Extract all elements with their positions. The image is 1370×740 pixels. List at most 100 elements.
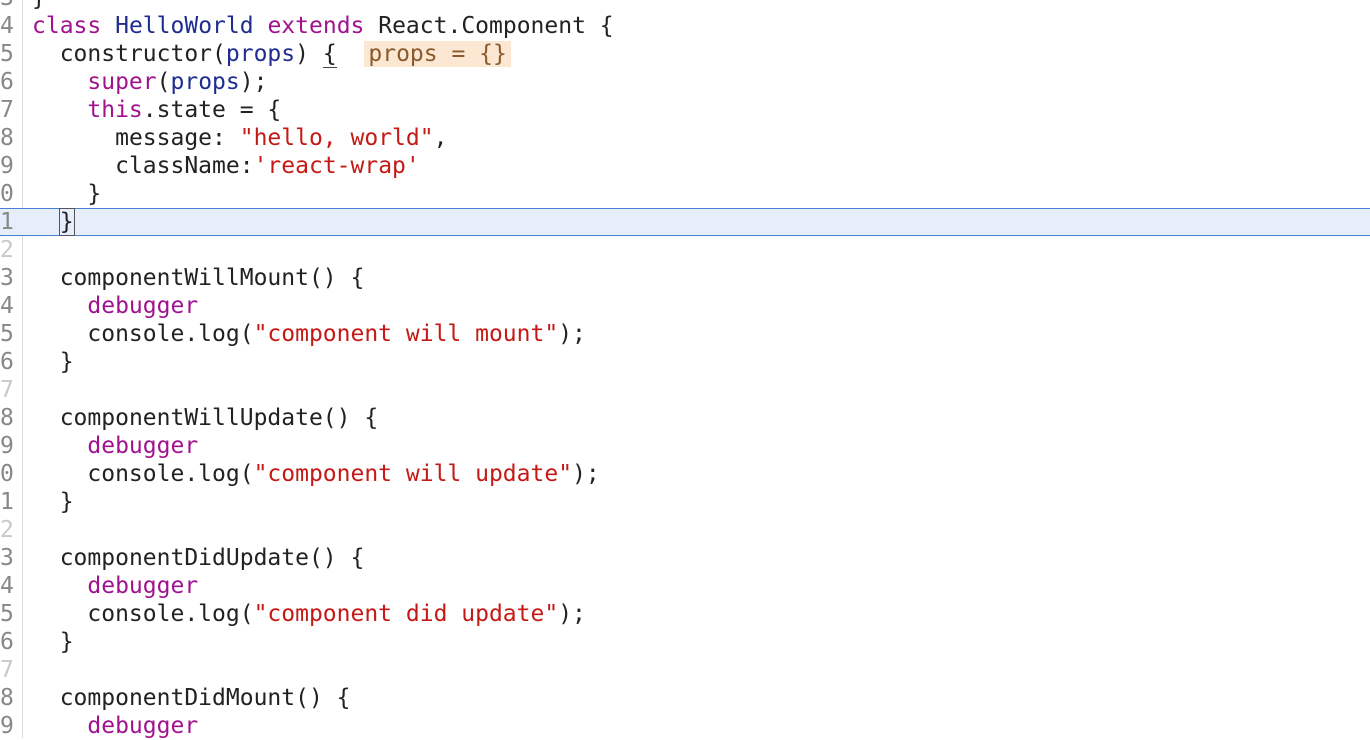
code-text[interactable]: debugger [32,712,198,740]
line-number: 3 [0,545,14,571]
code-text[interactable]: } [32,628,74,656]
code-line[interactable]: 9 debugger [0,712,1370,740]
code-line-current[interactable]: 1 } [0,208,1370,236]
code-token: , [433,125,448,151]
code-token: } [32,0,46,11]
code-text[interactable]: debugger [32,572,198,600]
code-token: ); [558,321,586,347]
code-text[interactable]: debugger [32,432,198,460]
code-token: ); [572,461,600,487]
code-token: console.log( [87,321,254,347]
code-token: { [322,41,337,68]
code-line[interactable]: 9 debugger [0,432,1370,460]
code-line[interactable]: 0 console.log("component will update"); [0,460,1370,488]
code-token: debugger [87,713,199,739]
indent [32,293,87,319]
code-line[interactable]: 6 } [0,348,1370,376]
line-number: 1 [0,489,14,515]
code-line[interactable]: 7 this.state = { [0,96,1370,124]
code-text[interactable]: componentWillMount() { [32,264,365,292]
code-token: ); [558,601,586,627]
code-text[interactable]: } [32,0,46,12]
code-line[interactable]: 2 [0,516,1370,544]
code-line[interactable]: 7 [0,656,1370,684]
indent [32,489,60,515]
code-text[interactable]: componentDidMount() { [32,684,351,712]
indent [32,349,60,375]
indent [32,461,87,487]
code-text[interactable]: console.log("component did update"); [32,600,586,628]
code-line[interactable]: 5 constructor(props) { props = {} [0,40,1370,68]
code-token: componentDidMount() { [59,685,351,711]
code-token: } [59,489,74,515]
code-text[interactable]: } [32,180,101,208]
code-line[interactable]: 3 componentWillMount() { [0,264,1370,292]
code-line[interactable]: 6 } [0,628,1370,656]
code-text[interactable]: componentWillUpdate() { [32,404,379,432]
code-token: componentDidUpdate() { [59,545,365,571]
code-token: } [87,181,102,207]
code-line[interactable]: 7 [0,376,1370,404]
line-number: 9 [0,433,14,459]
line-number: 8 [0,125,14,151]
indent [32,601,87,627]
code-line[interactable]: 2 [0,236,1370,264]
line-number: 7 [0,657,14,683]
code-token: constructor( [59,41,226,67]
code-line[interactable]: 1 } [0,488,1370,516]
code-text[interactable]: } [32,348,74,376]
code-token: componentWillMount() { [59,265,365,291]
code-line[interactable]: 8 componentDidMount() { [0,684,1370,712]
code-text[interactable]: console.log("component will mount"); [32,320,586,348]
code-token: console.log( [87,601,254,627]
code-token: "component did update" [253,601,559,627]
code-text[interactable]: this.state = { [32,96,281,124]
code-line[interactable]: 3 componentDidUpdate() { [0,544,1370,572]
indent [32,321,87,347]
code-text[interactable]: super(props); [32,68,267,96]
code-line[interactable]: 5 console.log("component did update"); [0,600,1370,628]
code-text[interactable]: constructor(props) { props = {} [32,40,511,68]
line-number: 2 [0,237,14,263]
line-number: 6 [0,69,14,95]
code-token: ( [156,69,171,95]
code-line[interactable]: 4 debugger [0,292,1370,320]
code-token: message: [115,125,240,151]
code-text[interactable]: className:'react-wrap' [32,152,420,180]
code-line[interactable]: 3} [0,0,1370,12]
code-token: "component will update" [253,461,573,487]
code-line[interactable]: 0 } [0,180,1370,208]
code-line[interactable]: 5 console.log("component will mount"); [0,320,1370,348]
code-text[interactable]: debugger [32,292,198,320]
code-line[interactable]: 8 componentWillUpdate() { [0,404,1370,432]
matched-brace: } [58,208,75,236]
code-token: } [59,349,74,375]
line-number: 5 [0,601,14,627]
code-token: 'react-wrap' [253,153,420,179]
code-text[interactable]: console.log("component will update"); [32,460,600,488]
line-number: 0 [0,461,14,487]
line-number: 0 [0,181,14,207]
indent [32,405,60,431]
code-text[interactable]: class HelloWorld extends React.Component… [32,12,614,40]
code-text[interactable]: } [32,208,75,236]
inline-debug-value: props = {} [364,41,511,67]
code-line[interactable]: 4 debugger [0,572,1370,600]
code-text[interactable]: } [32,488,74,516]
code-token: React.Component { [364,13,614,39]
line-number: 9 [0,713,14,739]
code-line[interactable]: 9 className:'react-wrap' [0,152,1370,180]
line-number: 3 [0,265,14,291]
code-text[interactable]: componentDidUpdate() { [32,544,365,572]
code-line[interactable]: 6 super(props); [0,68,1370,96]
code-token: HelloWorld [115,13,254,39]
code-line[interactable]: 8 message: "hello, world", [0,124,1370,152]
indent [32,433,87,459]
indent [32,153,115,179]
code-token: debugger [87,573,199,599]
line-number: 7 [0,97,14,123]
code-text[interactable]: message: "hello, world", [32,124,447,152]
indent [32,181,87,207]
